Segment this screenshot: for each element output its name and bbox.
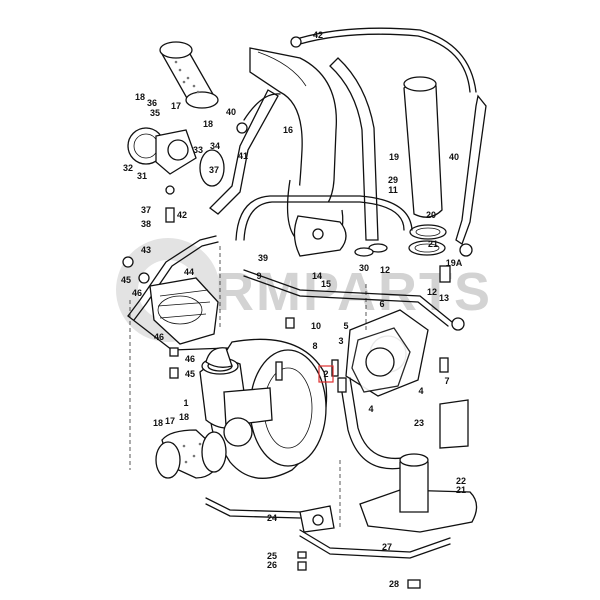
callout-13: 13 — [439, 293, 449, 303]
callout-14: 14 — [312, 271, 322, 281]
callout-18: 18 — [135, 92, 145, 102]
callout-12: 12 — [427, 287, 437, 297]
callout-34: 34 — [210, 141, 220, 151]
bracket-23 — [439, 399, 469, 449]
callout-11: 11 — [388, 185, 398, 195]
callout-19A: 19A — [446, 258, 463, 268]
callout-20: 20 — [426, 210, 436, 220]
vent-hose — [329, 57, 379, 241]
callout-18: 18 — [203, 119, 213, 129]
callout-27: 27 — [382, 542, 392, 552]
callout-33: 33 — [193, 145, 203, 155]
callout-32: 32 — [123, 163, 133, 173]
callout-21: 21 — [456, 485, 466, 495]
callout-16: 16 — [283, 125, 293, 135]
callout-26: 26 — [267, 560, 277, 570]
pipe-fitting — [312, 228, 324, 240]
callout-22: 22 — [456, 476, 466, 486]
highlight-box — [318, 365, 334, 383]
tailpipe — [299, 529, 451, 553]
callout-19: 19 — [389, 152, 399, 162]
callout-9: 9 — [256, 271, 261, 281]
upper-pipe — [299, 27, 477, 93]
callout-4: 4 — [418, 386, 423, 396]
lower-pipe — [205, 497, 301, 513]
callout-4: 4 — [368, 404, 373, 414]
callout-46: 46 — [154, 332, 164, 342]
callout-29: 29 — [388, 175, 398, 185]
callout-41: 41 — [238, 151, 248, 161]
duct-opening — [403, 76, 437, 92]
intercooler-duct — [403, 80, 443, 218]
callout-6: 6 — [379, 299, 384, 309]
seal-ring-21 — [408, 240, 446, 256]
callout-10: 10 — [311, 321, 321, 331]
wastegate — [149, 277, 219, 345]
callout-45: 45 — [185, 369, 195, 379]
intake-pipe — [249, 47, 344, 247]
callout-31: 31 — [137, 171, 147, 181]
callout-38: 38 — [141, 219, 151, 229]
callout-46: 46 — [132, 288, 142, 298]
callout-23: 23 — [414, 418, 424, 428]
callout-12: 12 — [380, 265, 390, 275]
turbocharger — [199, 338, 328, 479]
callout-8: 8 — [312, 341, 317, 351]
boot-assembly-bottom — [155, 429, 227, 479]
small-hose-41 — [209, 89, 279, 215]
callout-40: 40 — [449, 152, 459, 162]
callout-35: 35 — [150, 108, 160, 118]
callout-17: 17 — [171, 101, 181, 111]
callout-40: 40 — [226, 107, 236, 117]
crossover-pipe — [243, 269, 453, 323]
callout-21: 21 — [428, 239, 438, 249]
callout-30: 30 — [359, 263, 369, 273]
callout-5: 5 — [343, 321, 348, 331]
callout-28: 28 — [389, 579, 399, 589]
callout-46: 46 — [185, 354, 195, 364]
callout-7: 7 — [444, 376, 449, 386]
callout-36: 36 — [147, 98, 157, 108]
callout-39: 39 — [258, 253, 268, 263]
callout-43: 43 — [141, 245, 151, 255]
callout-45: 45 — [121, 275, 131, 285]
callout-3: 3 — [338, 336, 343, 346]
coolant-line-9 — [235, 195, 413, 241]
callout-17: 17 — [165, 416, 175, 426]
callout-42: 42 — [313, 30, 323, 40]
muffler — [359, 453, 478, 533]
callout-2: 2 — [323, 369, 328, 379]
flange-plates — [345, 309, 429, 397]
callout-18: 18 — [179, 412, 189, 422]
exhaust-pipe — [339, 379, 403, 470]
hardware — [122, 36, 465, 589]
callout-18: 18 — [153, 418, 163, 428]
callout-15: 15 — [321, 279, 331, 289]
boot-assembly-top — [159, 41, 219, 109]
callout-24: 24 — [267, 513, 277, 523]
callout-42: 42 — [177, 210, 187, 220]
oil-line-43 — [127, 235, 217, 317]
callout-25: 25 — [267, 551, 277, 561]
seal-ring-20 — [409, 224, 447, 240]
compressor-outlet — [205, 347, 233, 368]
bypass-valve — [127, 127, 225, 187]
callout-37: 37 — [141, 205, 151, 215]
callout-44: 44 — [184, 267, 194, 277]
oil-return-hose — [455, 94, 487, 245]
hose-fitting — [459, 243, 473, 257]
callout-1: 1 — [183, 398, 188, 408]
callout-37: 37 — [209, 165, 219, 175]
